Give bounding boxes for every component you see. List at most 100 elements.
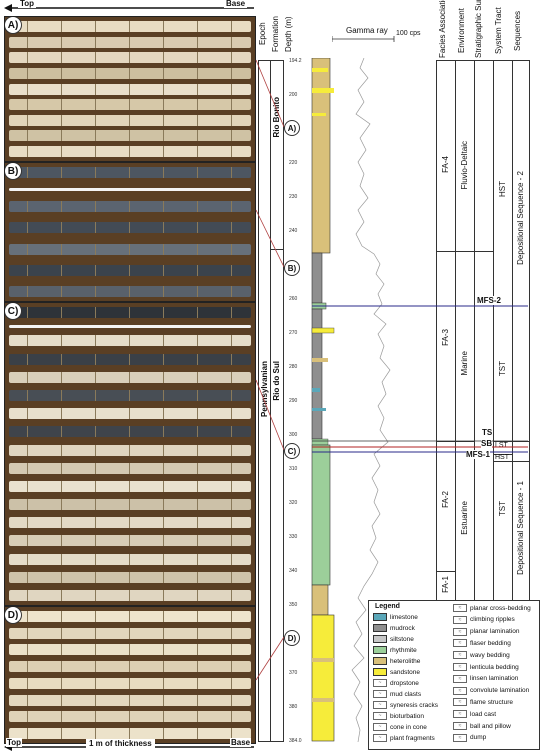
legend-label: mud clasts	[390, 690, 422, 698]
top-label: Top	[18, 0, 37, 8]
legend-feature: ~bioturbation	[373, 712, 424, 720]
core-row	[9, 222, 251, 234]
core-row	[9, 285, 251, 297]
core-box-label: D)	[5, 607, 22, 624]
core-row	[9, 36, 251, 48]
core-row	[9, 353, 251, 365]
legend-symbol-icon: ~	[373, 679, 387, 687]
core-row	[9, 517, 251, 529]
legend-label: limestone	[390, 613, 418, 621]
core-row	[9, 146, 251, 157]
depth-tick: 350	[289, 602, 298, 608]
legend-label: flaser bedding	[470, 639, 511, 647]
core-box-label: C)	[5, 303, 22, 320]
legend-label: planar lamination	[470, 628, 520, 636]
surface-mfs1: MFS-1	[466, 450, 490, 459]
legend-feature: ≈flame structure	[453, 698, 513, 707]
legend-feature: ≈convolute lamination	[453, 686, 530, 695]
core-row	[9, 325, 251, 329]
legend-feature: ≈load cast	[453, 710, 497, 719]
legend-symbol-icon: ≈	[453, 733, 467, 742]
legend-label: ball and pillow	[470, 722, 511, 730]
core-row	[9, 627, 251, 639]
legend-label: bioturbation	[390, 712, 424, 720]
legend-swatch	[373, 635, 387, 643]
core-row	[9, 677, 251, 689]
core-row	[9, 371, 251, 383]
formation-column: Rio Bonito Rio do Sul	[270, 60, 284, 742]
legend-lithology: sandstone	[373, 668, 420, 676]
legend-label: dump	[470, 734, 487, 742]
legend-feature: ≈wavy bedding	[453, 651, 510, 660]
legend-symbol-icon: ~	[373, 690, 387, 698]
core-row	[9, 590, 251, 601]
depth-tick: 220	[289, 160, 298, 166]
depth-tick: 260	[289, 296, 298, 302]
header-gamma: Gamma ray	[346, 26, 388, 35]
legend-symbol-icon: ~	[373, 701, 387, 709]
legend-swatch	[373, 613, 387, 621]
marker-leader-line	[255, 379, 285, 451]
legend-lithology: mudrock	[373, 624, 415, 632]
tract-hst-lower: HST	[495, 454, 509, 461]
legend-label: convolute lamination	[470, 687, 530, 695]
legend-label: syneresis cracks	[390, 701, 439, 709]
depth-tick: 290	[289, 398, 298, 404]
core-row	[9, 21, 251, 32]
depth-tick: 230	[289, 194, 298, 200]
legend-feature: ~syneresis cracks	[373, 701, 438, 709]
legend-label: sandstone	[390, 668, 420, 676]
depth-tick: 270	[289, 330, 298, 336]
legend-label: rhythmite	[390, 646, 417, 654]
core-row	[9, 553, 251, 565]
legend-feature: ≈dump	[453, 733, 487, 742]
depth-tick: 370	[289, 670, 298, 676]
legend-label: flame structure	[470, 698, 513, 706]
tract-lst: LST	[495, 442, 508, 449]
core-row	[9, 83, 251, 95]
depth-tick: 380	[289, 704, 298, 710]
core-row	[9, 661, 251, 673]
gamma-scale: 100 cps	[396, 30, 421, 37]
legend-symbol-icon: ≈	[453, 686, 467, 695]
lithology-column	[311, 58, 335, 742]
legend-feature: ~mud clasts	[373, 690, 421, 698]
depth-tick: 340	[289, 568, 298, 574]
depth-tick: 320	[289, 500, 298, 506]
core-row	[9, 99, 251, 111]
legend-symbol-icon: ≈	[453, 604, 467, 612]
legend-symbol-icon: ~	[373, 712, 387, 720]
core-row	[9, 114, 251, 126]
gamma-ray-curve	[351, 58, 391, 743]
marker-leaders	[255, 59, 285, 681]
legend-lithology: heterolithe	[373, 657, 420, 665]
core-row	[9, 480, 251, 492]
legend-symbol-icon: ~	[373, 734, 387, 742]
core-box-label: A)	[5, 17, 22, 34]
legend-symbol-icon: ≈	[453, 663, 467, 671]
surface-ts: TS	[482, 428, 493, 437]
depth-tick: 310	[289, 466, 298, 472]
legend-lithology: rhythmite	[373, 646, 417, 654]
core-row	[9, 727, 251, 739]
legend-label: load cast	[470, 710, 497, 718]
core-row	[9, 426, 251, 438]
legend-symbol-icon: ≈	[453, 722, 467, 730]
core-box-label: B)	[5, 163, 22, 180]
core-row	[9, 307, 251, 318]
legend-feature: ~plant fragments	[373, 734, 435, 742]
legend-feature: ≈planar cross-bedding	[453, 604, 531, 612]
legend-symbol-icon: ≈	[453, 698, 467, 707]
legend-label: lenticula bedding	[470, 663, 519, 671]
core-box-2: B)	[4, 162, 256, 302]
legend-swatch	[373, 624, 387, 632]
base-label: Base	[224, 0, 248, 8]
gamma-scale-bar	[332, 36, 395, 42]
scale-label: 1 m of thickness	[86, 739, 155, 748]
core-row	[9, 243, 251, 255]
core-location-marker: D)	[284, 630, 300, 646]
depth-tick: 384.0	[289, 738, 302, 744]
legend-feature: ≈flaser bedding	[453, 639, 511, 648]
legend-symbol-icon: ≈	[453, 639, 467, 648]
